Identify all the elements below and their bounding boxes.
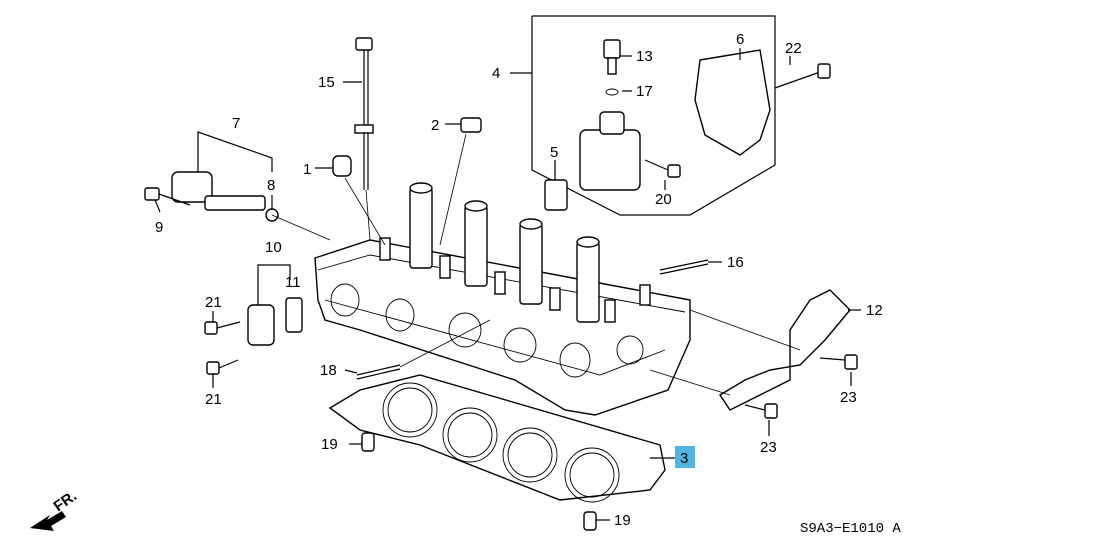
callout-labels: 1 2 3 4 5 6 7 8 9 10 11 12 13 15 16 17 1… (155, 31, 883, 529)
pressure-switch (603, 39, 621, 96)
callout-8: 8 (267, 177, 275, 194)
callout-10: 10 (265, 239, 282, 256)
exhaust-stud-18 (356, 319, 491, 380)
callout-18: 18 (320, 362, 337, 379)
guide-bushing (439, 117, 482, 246)
callout-9: 9 (155, 219, 163, 236)
vtec-solenoid-valve (544, 111, 641, 211)
front-direction-indicator: FR. (30, 487, 80, 531)
diagram-code: S9A3−E1010 A (800, 521, 901, 537)
camshaft-towers (409, 182, 600, 323)
callout-21-lower: 21 (205, 391, 222, 408)
callout-leaders (154, 48, 861, 521)
sensor-holder (247, 297, 303, 346)
stud-16 (659, 259, 709, 275)
bracket-bolts (744, 354, 858, 419)
callout-17: 17 (636, 83, 653, 100)
callout-2: 2 (431, 117, 439, 134)
callout-23-right: 23 (840, 389, 857, 406)
callout-23-lower: 23 (760, 439, 777, 456)
head-gasket (328, 374, 666, 503)
callout-13: 13 (636, 48, 653, 65)
callout-7: 7 (232, 115, 240, 132)
valve-bolt (144, 187, 191, 206)
callout-4: 4 (492, 65, 500, 82)
solenoid-assembly-frame (531, 15, 776, 216)
oil-control-valve (171, 171, 331, 241)
callout-22: 22 (785, 40, 802, 57)
holder-bolts (204, 321, 241, 375)
solenoid-bracket-6 (694, 49, 831, 156)
callout-21-upper: 21 (205, 294, 222, 311)
dowel-pin-upper (361, 432, 375, 452)
dowel-pin-lower (583, 511, 597, 531)
sealing-cap (332, 155, 386, 246)
head-studs (379, 237, 651, 323)
cylinder-head (314, 182, 691, 416)
callout-19-lower: 19 (614, 512, 631, 529)
front-label: FR. (51, 487, 81, 515)
callout-12: 12 (866, 302, 883, 319)
solenoid-bolt-20 (644, 159, 681, 178)
front-arrow-icon (30, 511, 66, 531)
callout-16: 16 (727, 254, 744, 271)
callout-1: 1 (303, 161, 311, 178)
callout-19-upper: 19 (321, 436, 338, 453)
callout-5: 5 (550, 144, 558, 161)
callout-15: 15 (318, 74, 335, 91)
callout-11: 11 (285, 274, 301, 291)
bracket-12 (649, 289, 851, 411)
callout-3[interactable]: 3 (680, 450, 688, 467)
callout-20: 20 (655, 191, 672, 208)
callout-3-highlight[interactable] (675, 446, 695, 468)
head-bolt (354, 37, 374, 241)
callout-6: 6 (736, 31, 744, 48)
